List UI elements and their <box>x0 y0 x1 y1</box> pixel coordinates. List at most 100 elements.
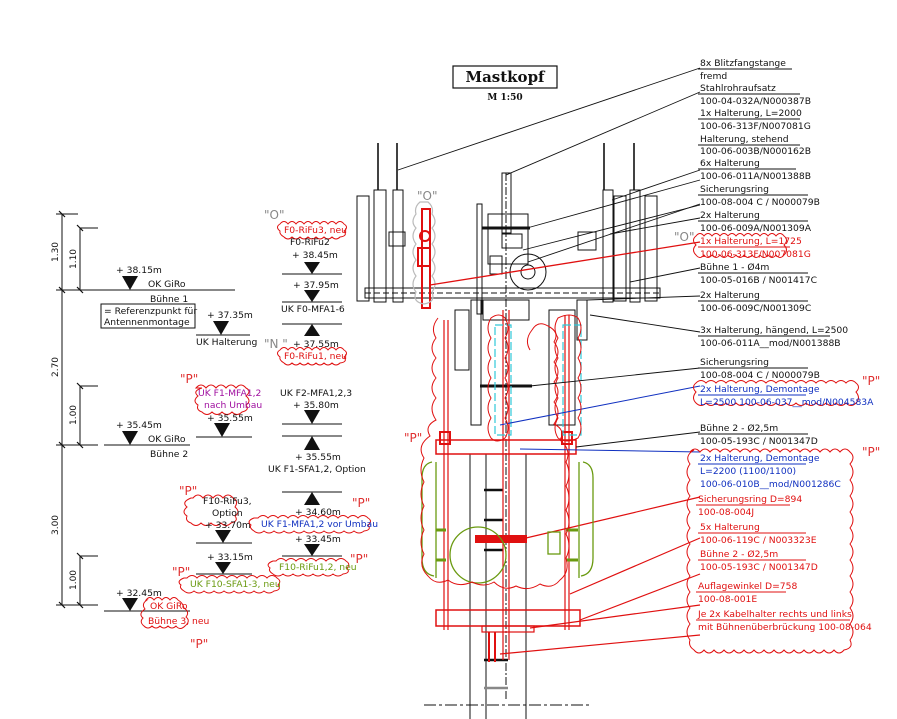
svg-text:100-05-193C / N001347D: 100-05-193C / N001347D <box>700 436 818 447</box>
svg-text:5x Halterung: 5x Halterung <box>700 522 760 533</box>
svg-text:100-04-032A/N000387B: 100-04-032A/N000387B <box>700 96 811 107</box>
svg-text:100-06-009C/N001309C: 100-06-009C/N001309C <box>700 303 811 314</box>
svg-text:100-06-003B/N000162B: 100-06-003B/N000162B <box>700 146 811 157</box>
svg-text:OK GiRo: OK GiRo <box>148 434 186 445</box>
svg-text:UK Halterung: UK Halterung <box>196 337 257 348</box>
svg-text:+ 38.15m: + 38.15m <box>116 265 162 276</box>
svg-text:"O": "O" <box>264 208 284 222</box>
svg-text:2x Halterung: 2x Halterung <box>700 290 760 301</box>
svg-text:"P": "P" <box>172 565 190 579</box>
svg-text:"P": "P" <box>180 372 198 386</box>
svg-text:100-08-001E: 100-08-001E <box>698 594 757 605</box>
svg-text:100-05-193C / N001347D: 100-05-193C / N001347D <box>700 562 818 573</box>
level-uk-f1-mfa-vor-umbau: + 34.60m UK F1-MFA1,2 vor Umbau "P" <box>248 491 378 534</box>
svg-text:UK F1-MFA1,2 vor Umbau: UK F1-MFA1,2 vor Umbau <box>261 519 378 530</box>
level-marker-up <box>304 324 320 336</box>
level-uk-f10-sfa: + 33.15m "P" UK F10-SFA1-3, neu <box>172 552 281 594</box>
title-frame <box>452 65 558 89</box>
svg-text:100-06-010B__mod/N001286C: 100-06-010B__mod/N001286C <box>700 479 841 490</box>
callout-leaders <box>397 67 701 448</box>
level-marker-down <box>122 598 138 611</box>
hint-o-mast: "O" <box>417 189 437 203</box>
callout-stahlrohraufsatz: Stahlrohraufsatz 100-04-032A/N000387B <box>698 83 811 107</box>
svg-text:+ 35.55m: + 35.55m <box>207 413 253 424</box>
level-marker-down <box>122 431 138 445</box>
svg-text:100-06-011A__mod/N001388B: 100-06-011A__mod/N001388B <box>700 338 841 349</box>
revision-cloud <box>183 494 239 526</box>
revision-cloud <box>178 575 281 594</box>
callout-halterung-l1725: 1x Halterung, L=1725 100-06-313F/N007081… <box>693 233 811 260</box>
level-f10-rifu1-2: + 33.45m F10-RiFu1,2, neu "P" <box>267 534 368 577</box>
svg-text:100-08-004 C / N000079B: 100-08-004 C / N000079B <box>700 197 820 208</box>
callout-halterung-haengend: 3x Halterung, hängend, L=2500 100-06-011… <box>698 325 848 349</box>
svg-text:F0-RiFu1, neu: F0-RiFu1, neu <box>284 351 347 362</box>
leader-demontage-1 <box>499 385 701 426</box>
svg-text:UK F1-SFA1,2, Option: UK F1-SFA1,2, Option <box>268 464 366 475</box>
svg-text:+ 35.80m: + 35.80m <box>293 400 339 411</box>
level-marker-down <box>122 276 138 290</box>
level-buehne-3: + 32.45m OK GiRo Bühne 3, neu "P" <box>104 588 209 651</box>
hint-p-left: "P" <box>404 431 422 445</box>
dim-1-10: 1.10 <box>69 249 79 269</box>
option-components <box>421 461 594 584</box>
svg-text:Sicherungsring D=894: Sicherungsring D=894 <box>698 494 802 505</box>
svg-text:F10-RiFu3,: F10-RiFu3, <box>203 496 252 507</box>
revision-cloud <box>194 384 250 415</box>
demontage-components <box>494 324 582 436</box>
callout-2x-halterung-c: 2x Halterung 100-06-009C/N001309C <box>698 290 811 314</box>
dim-1-30: 1.30 <box>51 242 61 262</box>
reference-note-box <box>100 303 196 329</box>
revision-cloud <box>277 221 347 240</box>
svg-text:"P": "P" <box>350 552 368 566</box>
callout-sicherungsring-2: Sicherungsring 100-08-004 C / N000079B <box>698 357 820 381</box>
svg-text:"N ": "N " <box>264 337 288 351</box>
revision-cloud <box>277 347 347 366</box>
svg-text:2x Halterung, Demontage: 2x Halterung, Demontage <box>700 453 820 464</box>
svg-text:+ 37.55m: + 37.55m <box>293 339 339 350</box>
svg-text:Stahlrohraufsatz: Stahlrohraufsatz <box>700 83 776 94</box>
title-block: Mastkopf M 1:50 <box>452 65 558 103</box>
level-marker-up <box>304 492 320 505</box>
level-uk-f2-mfa: UK F2-MFA1,2,3 + 35.80m <box>280 388 352 425</box>
svg-text:+ 35.55m: + 35.55m <box>295 452 341 463</box>
dim-2-70: 2.70 <box>51 357 61 377</box>
level-marker-down <box>304 290 320 302</box>
callout-sicherungsring-1: Sicherungsring 100-08-004 C / N000079B <box>698 184 820 208</box>
level-marker-down <box>214 423 230 437</box>
svg-text:OK GiRo: OK GiRo <box>148 279 186 290</box>
revision-cloud <box>140 597 189 629</box>
svg-text:100-06-313F/N007081G: 100-06-313F/N007081G <box>700 249 811 260</box>
svg-text:Halterung, stehend: Halterung, stehend <box>700 134 789 145</box>
mast-revision-clouds <box>420 314 582 590</box>
svg-text:100-06-313F/N007081G: 100-06-313F/N007081G <box>700 121 811 132</box>
svg-text:= Referenzpunkt für: = Referenzpunkt für <box>104 306 197 317</box>
svg-text:fremd: fremd <box>700 71 727 82</box>
svg-text:"P": "P" <box>862 445 880 459</box>
svg-text:Antennenmontage: Antennenmontage <box>104 317 190 328</box>
svg-text:mit Bühnenüberbrückung 100-08-: mit Bühnenüberbrückung 100-08-064 <box>698 622 872 633</box>
revision-cloud <box>693 380 859 406</box>
svg-text:Option: Option <box>212 508 243 519</box>
level-marker-down <box>304 410 320 424</box>
svg-text:Bühne 1 - Ø4m: Bühne 1 - Ø4m <box>700 262 769 273</box>
svg-text:L=2200 (1100/1100): L=2200 (1100/1100) <box>700 466 796 477</box>
callout-demontage-1: 2x Halterung, Demontage L=2500 100-06-03… <box>693 374 880 408</box>
svg-text:+ 38.45m: + 38.45m <box>292 250 338 261</box>
drawing-title: Mastkopf <box>465 68 546 86</box>
callout-6x-halterung: 6x Halterung 100-06-011A/N001388B <box>698 158 811 182</box>
svg-text:OK GiRo: OK GiRo <box>150 601 188 612</box>
svg-text:+ 33.15m: + 33.15m <box>207 552 253 563</box>
svg-text:UK F1-MFA1,2: UK F1-MFA1,2 <box>198 388 261 399</box>
callout-buehne-2: Bühne 2 - Ø2,5m 100-05-193C / N001347D <box>698 423 818 447</box>
level-buehne-2: + 35.45m OK GiRo Bühne 2 <box>104 420 190 460</box>
level-marker-down <box>304 544 320 556</box>
level-marker-down <box>215 562 231 574</box>
svg-text:Bühne 2 - Ø2,5m: Bühne 2 - Ø2,5m <box>700 549 778 560</box>
level-uk-f0-mfa: + 37.95m UK F0-MFA1-6 <box>281 280 345 315</box>
svg-text:F0-RiFu3, neu: F0-RiFu3, neu <box>284 225 347 236</box>
svg-text:100-08-004 C / N000079B: 100-08-004 C / N000079B <box>700 370 820 381</box>
svg-text:Bühne 3, neu: Bühne 3, neu <box>148 616 209 627</box>
level-marker-down <box>213 321 229 335</box>
dimension-chain <box>56 210 235 609</box>
